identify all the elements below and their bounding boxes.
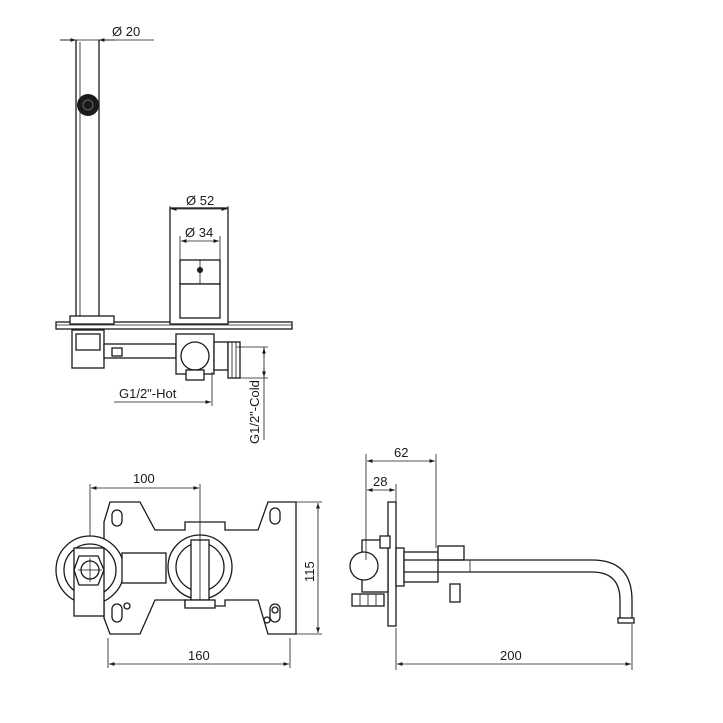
spout-tube <box>75 40 100 322</box>
dim-depth-inner-label: 28 <box>373 474 387 489</box>
dim-depth-outer-label: 62 <box>394 445 408 460</box>
spout-profile <box>404 559 635 624</box>
dim-spacing-label: 100 <box>133 471 155 486</box>
dim-spout-reach-label: 200 <box>500 648 522 663</box>
mounting-bracket <box>103 501 297 635</box>
central-valve <box>167 530 233 609</box>
dim-outlet-diameter-label: Ø 20 <box>112 24 140 39</box>
dim-height: 115 <box>296 501 322 635</box>
dim-outlet-diameter: Ø 20 <box>60 24 154 42</box>
dim-hot-inlet: G1/2"-Hot <box>114 372 213 406</box>
dim-cartridge-diameter-label: Ø 34 <box>185 225 213 240</box>
handle-front <box>55 535 125 617</box>
dim-width: 160 <box>107 638 291 668</box>
dim-cold-inlet: G1/2"-Cold <box>236 346 268 444</box>
profile-view: 62 28 200 <box>349 445 635 670</box>
dim-body-diameter: Ø 52 <box>169 193 229 212</box>
valve-assembly <box>71 329 241 381</box>
valve-body-profile <box>349 535 391 607</box>
dim-cartridge-diameter: Ø 34 <box>179 225 221 260</box>
dim-spacing: 100 <box>89 471 201 536</box>
dim-spout-reach: 200 <box>395 624 633 670</box>
dim-body-diameter-label: Ø 52 <box>186 193 214 208</box>
cold-inlet-label: G1/2"-Cold <box>247 380 262 444</box>
hot-inlet-label: G1/2"-Hot <box>119 386 177 401</box>
dim-depth-outer: 62 <box>365 445 437 560</box>
dim-depth-inner: 28 <box>367 474 397 502</box>
side-view: Ø 20 Ø 52 Ø 34 G1/2"-Hot <box>55 24 293 444</box>
dim-width-label: 160 <box>188 648 210 663</box>
dim-height-label: 115 <box>302 561 317 582</box>
front-view: 100 160 115 <box>55 471 322 668</box>
wall-plate-profile <box>387 501 397 627</box>
